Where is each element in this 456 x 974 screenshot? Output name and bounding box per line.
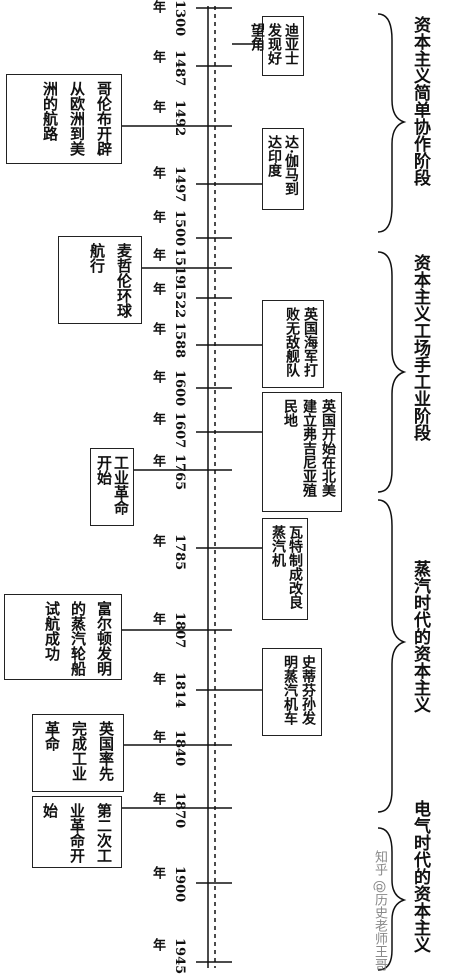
year-unit: 年	[150, 50, 165, 63]
year-label: 1522	[172, 282, 187, 319]
event-text: 第二次工业革命开始	[41, 803, 113, 863]
year-label: 1840	[172, 730, 187, 767]
stage-label-steam: 蒸汽时代的资本主义	[410, 560, 430, 713]
event-text: 英国海军打败无敌舰队	[284, 307, 318, 377]
year-label: 1300	[172, 0, 187, 37]
year-unit: 年	[150, 866, 165, 879]
year-unit: 年	[150, 672, 165, 685]
watermark: 知乎 @历史老师王哥	[372, 850, 387, 972]
year-unit: 年	[150, 0, 165, 13]
connectors	[120, 43, 262, 809]
event-text: 麦哲伦环球航行	[88, 243, 133, 318]
year-label: 1487	[172, 50, 187, 87]
year-label: 1600	[172, 370, 187, 407]
event-text: 迪亚士发现好望角	[249, 23, 299, 65]
event-box-fulton: 富尔顿发明的蒸汽轮船试航成功	[4, 594, 122, 680]
event-box-second: 第二次工业革命开始	[32, 796, 122, 868]
event-text: 工业革命开始	[95, 455, 130, 515]
stage-label-simple: 资本主义简单协作阶段	[410, 16, 430, 186]
stage-label-electric: 电气时代的资本主义	[410, 800, 430, 953]
event-box-columbus: 哥伦布开辟从欧洲到美洲的航路	[6, 74, 122, 164]
year-unit: 年	[150, 612, 165, 625]
event-box-gama: 达·伽马到达印度	[262, 128, 304, 210]
year-label: 1519	[172, 248, 187, 285]
year-label: 1497	[172, 166, 187, 203]
year-label: 1870	[172, 792, 187, 829]
event-box-diaz: 迪亚士发现好望角	[249, 16, 304, 76]
year-label: 1765	[172, 454, 187, 491]
event-text: 富尔顿发明的蒸汽轮船试航成功	[43, 601, 113, 676]
year-unit: 年	[150, 730, 165, 743]
stage-label-workshop: 资本主义工场手工业阶段	[410, 254, 430, 441]
event-box-armada: 英国海军打败无敌舰队	[262, 300, 324, 388]
event-box-stephenson: 史蒂芬孙发明蒸汽机车	[262, 648, 322, 736]
event-text: 英国开始在北美建立弗吉尼亚殖民地	[282, 399, 336, 497]
timeline-ticks	[196, 7, 232, 963]
year-label: 1492	[172, 100, 187, 137]
stage-braces	[377, 13, 407, 971]
year-unit: 年	[150, 534, 165, 547]
year-unit: 年	[150, 938, 165, 951]
year-label: 1945	[172, 938, 187, 974]
year-label: 1500	[172, 210, 187, 247]
year-unit: 年	[150, 792, 165, 805]
event-box-uk-done: 英国率先完成工业革命	[32, 714, 124, 792]
year-unit: 年	[150, 322, 165, 335]
event-box-colony: 英国开始在北美建立弗吉尼亚殖民地	[262, 392, 342, 512]
event-box-magellan: 麦哲伦环球航行	[58, 236, 142, 324]
year-label: 1588	[172, 322, 187, 359]
year-unit: 年	[150, 370, 165, 383]
event-text: 哥伦布开辟从欧洲到美洲的航路	[41, 81, 113, 156]
event-box-industrial: 工业革命开始	[90, 448, 134, 526]
year-label: 1814	[172, 672, 187, 709]
year-unit: 年	[150, 412, 165, 425]
year-unit: 年	[150, 210, 165, 223]
year-unit: 年	[150, 282, 165, 295]
event-text: 史蒂芬孙发明蒸汽机车	[282, 655, 316, 725]
year-label: 1607	[172, 412, 187, 449]
year-unit: 年	[150, 100, 165, 113]
year-unit: 年	[150, 166, 165, 179]
year-label: 1900	[172, 866, 187, 903]
year-unit: 年	[150, 454, 165, 467]
event-text: 达·伽马到达印度	[266, 135, 299, 196]
year-label: 1785	[172, 534, 187, 571]
event-text: 瓦特制成改良蒸汽机	[270, 525, 303, 609]
year-label: 1807	[172, 612, 187, 649]
event-text: 英国率先完成工业革命	[43, 721, 115, 781]
event-box-watt: 瓦特制成改良蒸汽机	[262, 518, 308, 620]
year-unit: 年	[150, 248, 165, 261]
